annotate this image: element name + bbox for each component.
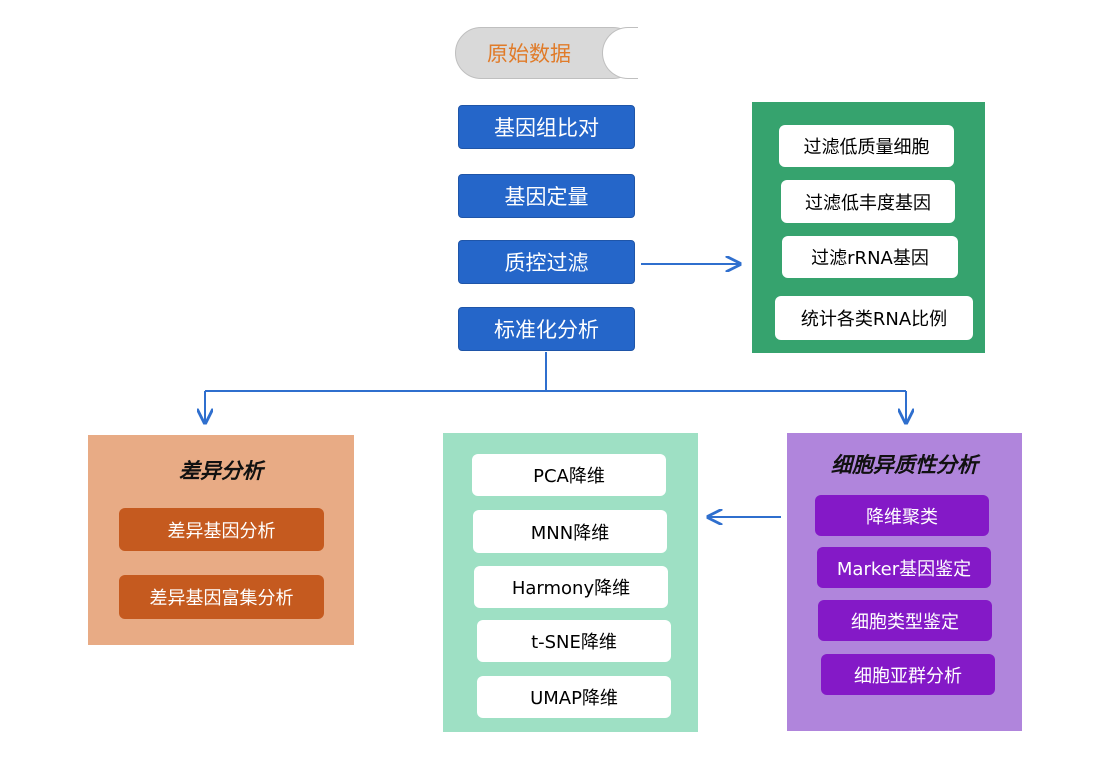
dr-item: MNN降维 bbox=[473, 510, 667, 553]
het-item-label: 细胞亚群分析 bbox=[854, 665, 962, 687]
dr-item-label: Harmony降维 bbox=[511, 578, 631, 599]
filter-item: 过滤低质量细胞 bbox=[779, 125, 954, 167]
de-title-label: 差异分析 bbox=[179, 459, 263, 483]
filter-item-label: 统计各类RNA比例 bbox=[800, 309, 948, 330]
het-item: 降维聚类 bbox=[815, 495, 989, 536]
het-item: 细胞类型鉴定 bbox=[818, 600, 992, 641]
de-item: 差异基因富集分析 bbox=[119, 575, 324, 619]
raw-data-label: 原始数据 bbox=[487, 42, 571, 66]
step-label: 质控过滤 bbox=[504, 251, 589, 275]
dr-item: Harmony降维 bbox=[474, 566, 668, 608]
step-genome-alignment: 基因组比对 bbox=[458, 105, 635, 149]
het-item-label: 细胞类型鉴定 bbox=[851, 611, 959, 633]
filter-item-label: 过滤低丰度基因 bbox=[805, 192, 931, 214]
step-label: 基因组比对 bbox=[494, 116, 599, 140]
step-label: 标准化分析 bbox=[494, 318, 599, 342]
filter-item: 过滤低丰度基因 bbox=[781, 180, 955, 223]
dr-item-label: t-SNE降维 bbox=[531, 632, 617, 653]
step-gene-quantification: 基因定量 bbox=[458, 174, 635, 218]
dr-item-label: PCA降维 bbox=[533, 466, 605, 487]
step-normalization: 标准化分析 bbox=[458, 307, 635, 351]
de-item-label: 差异基因分析 bbox=[167, 520, 276, 542]
filter-item: 过滤rRNA基因 bbox=[782, 236, 958, 278]
step-qc-filter: 质控过滤 bbox=[458, 240, 635, 284]
step-label: 基因定量 bbox=[504, 185, 589, 209]
dr-item-label: UMAP降维 bbox=[530, 688, 618, 709]
het-item-label: 降维聚类 bbox=[866, 506, 938, 528]
raw-data-pill-mask bbox=[638, 20, 668, 86]
dr-item: PCA降维 bbox=[472, 454, 666, 496]
het-item-label: Marker基因鉴定 bbox=[836, 558, 972, 580]
het-panel-title: 细胞异质性分析 bbox=[787, 446, 1022, 482]
dr-item: UMAP降维 bbox=[477, 676, 671, 718]
dr-item: t-SNE降维 bbox=[477, 620, 671, 662]
het-item: Marker基因鉴定 bbox=[817, 547, 991, 588]
dr-item-label: MNN降维 bbox=[530, 522, 610, 544]
filter-item-label: 过滤低质量细胞 bbox=[803, 137, 930, 158]
de-item: 差异基因分析 bbox=[119, 508, 324, 551]
het-title-label: 细胞异质性分析 bbox=[831, 453, 978, 477]
filter-item-label: 过滤rRNA基因 bbox=[811, 248, 929, 269]
de-item-label: 差异基因富集分析 bbox=[149, 588, 294, 609]
het-item: 细胞亚群分析 bbox=[821, 654, 995, 695]
filter-item: 统计各类RNA比例 bbox=[775, 296, 973, 340]
de-panel-title: 差异分析 bbox=[88, 452, 354, 488]
